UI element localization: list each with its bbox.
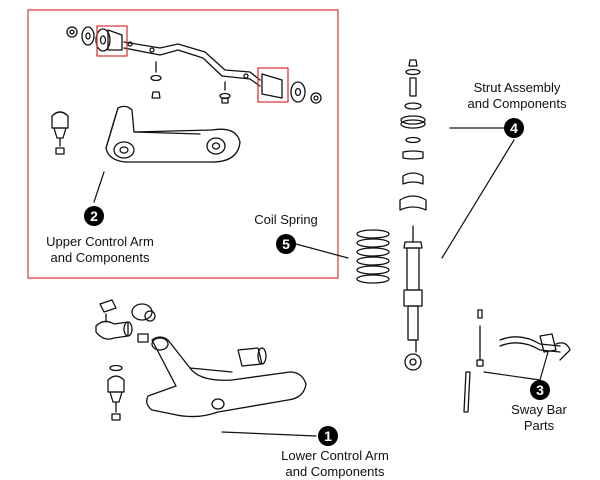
callout-badge-4: 4 (504, 118, 524, 138)
leader-line-3a (483, 371, 541, 381)
callout-label-2-line1: Upper Control Arm (46, 234, 154, 249)
callout-badge-2: 2 (84, 206, 104, 226)
upper-pivot-bar (66, 26, 322, 104)
callout-label-2: Upper Control Arm and Components (30, 234, 170, 266)
upper-arm-group-frame (27, 9, 339, 279)
sway-bar-parts (463, 309, 571, 413)
callout-label-1: Lower Control Arm and Components (260, 448, 410, 480)
callout-badge-3: 3 (530, 380, 550, 400)
callout-label-4-line1: Strut Assembly (473, 80, 561, 95)
leader-line-2 (93, 171, 105, 203)
bushing-highlight-left (96, 25, 128, 57)
upper-control-arm (105, 105, 241, 163)
callout-label-4: Strut Assembly and Components (452, 80, 582, 112)
bushing-highlight-right (257, 67, 289, 103)
callout-label-4-line2: and Components (467, 96, 567, 111)
callout-label-3-line2: Parts (523, 418, 555, 433)
leader-line-3b (539, 351, 549, 381)
callout-label-3: Sway Bar Parts (494, 402, 584, 434)
callout-label-1-line2: and Components (285, 464, 385, 479)
leader-line-1 (221, 431, 317, 437)
callout-label-3-line1: Sway Bar (511, 402, 567, 417)
callout-label-5-line1: Coil Spring (254, 212, 318, 227)
callout-label-5: Coil Spring (236, 212, 336, 228)
lower-arm-hardware (95, 299, 156, 343)
coil-spring (356, 229, 390, 284)
callout-label-2-line2: and Components (50, 250, 150, 265)
lower-ball-joint (107, 364, 125, 421)
strut-components (399, 59, 427, 211)
leader-lines (93, 127, 549, 437)
upper-ball-joint (51, 111, 69, 155)
leader-line-4b (441, 139, 515, 259)
callout-badge-1: 1 (318, 426, 338, 446)
callout-badge-5: 5 (276, 234, 296, 254)
lower-control-arm (146, 336, 307, 418)
callout-label-1-line1: Lower Control Arm (281, 448, 389, 463)
leader-line-5 (295, 243, 349, 259)
strut-shock (403, 225, 423, 371)
